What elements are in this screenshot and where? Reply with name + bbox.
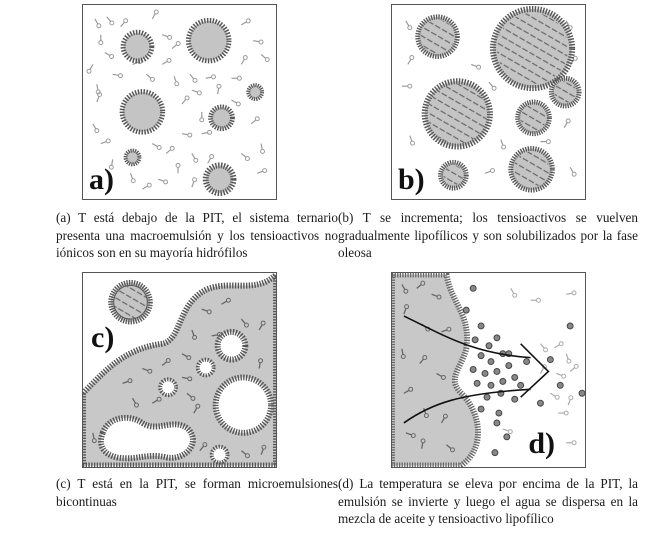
- panel-label-a: a): [89, 163, 114, 196]
- panel-label-c: c): [91, 321, 115, 354]
- panel-label-d: d): [528, 427, 555, 460]
- panel-a-illustration: [85, 8, 271, 197]
- panel-d-phase-inversion: d): [391, 272, 586, 468]
- oil-phase-region: [392, 273, 481, 467]
- panel-c-bicontinuous-microemulsion: c): [82, 272, 277, 468]
- micelle-droplets: [119, 17, 265, 197]
- caption-b: (b) T se incrementa; los tensioactivos s…: [338, 210, 638, 260]
- water-domains: [97, 328, 275, 465]
- water-droplets: [462, 284, 585, 457]
- panel-c-illustration: [83, 273, 276, 467]
- caption-c: (c) T está en la PIT, se forman microemu…: [56, 476, 338, 509]
- caption-d: (d) La temperatura se eleva por encima d…: [338, 476, 638, 526]
- swollen-micelles: [415, 5, 582, 193]
- panel-a-macroemulsion: a): [82, 4, 277, 200]
- inversion-arrow-icon: [403, 315, 550, 424]
- panel-b-surfactant-solubilization: b): [391, 4, 586, 200]
- panel-b-illustration: [401, 5, 582, 193]
- caption-a: (a) T está debajo de la PIT, el sistema …: [56, 210, 338, 260]
- panel-label-b: b): [398, 163, 425, 196]
- panel-d-illustration: [392, 273, 585, 467]
- dispersed-surfactants: [501, 286, 580, 446]
- reverse-micelle: [108, 279, 153, 325]
